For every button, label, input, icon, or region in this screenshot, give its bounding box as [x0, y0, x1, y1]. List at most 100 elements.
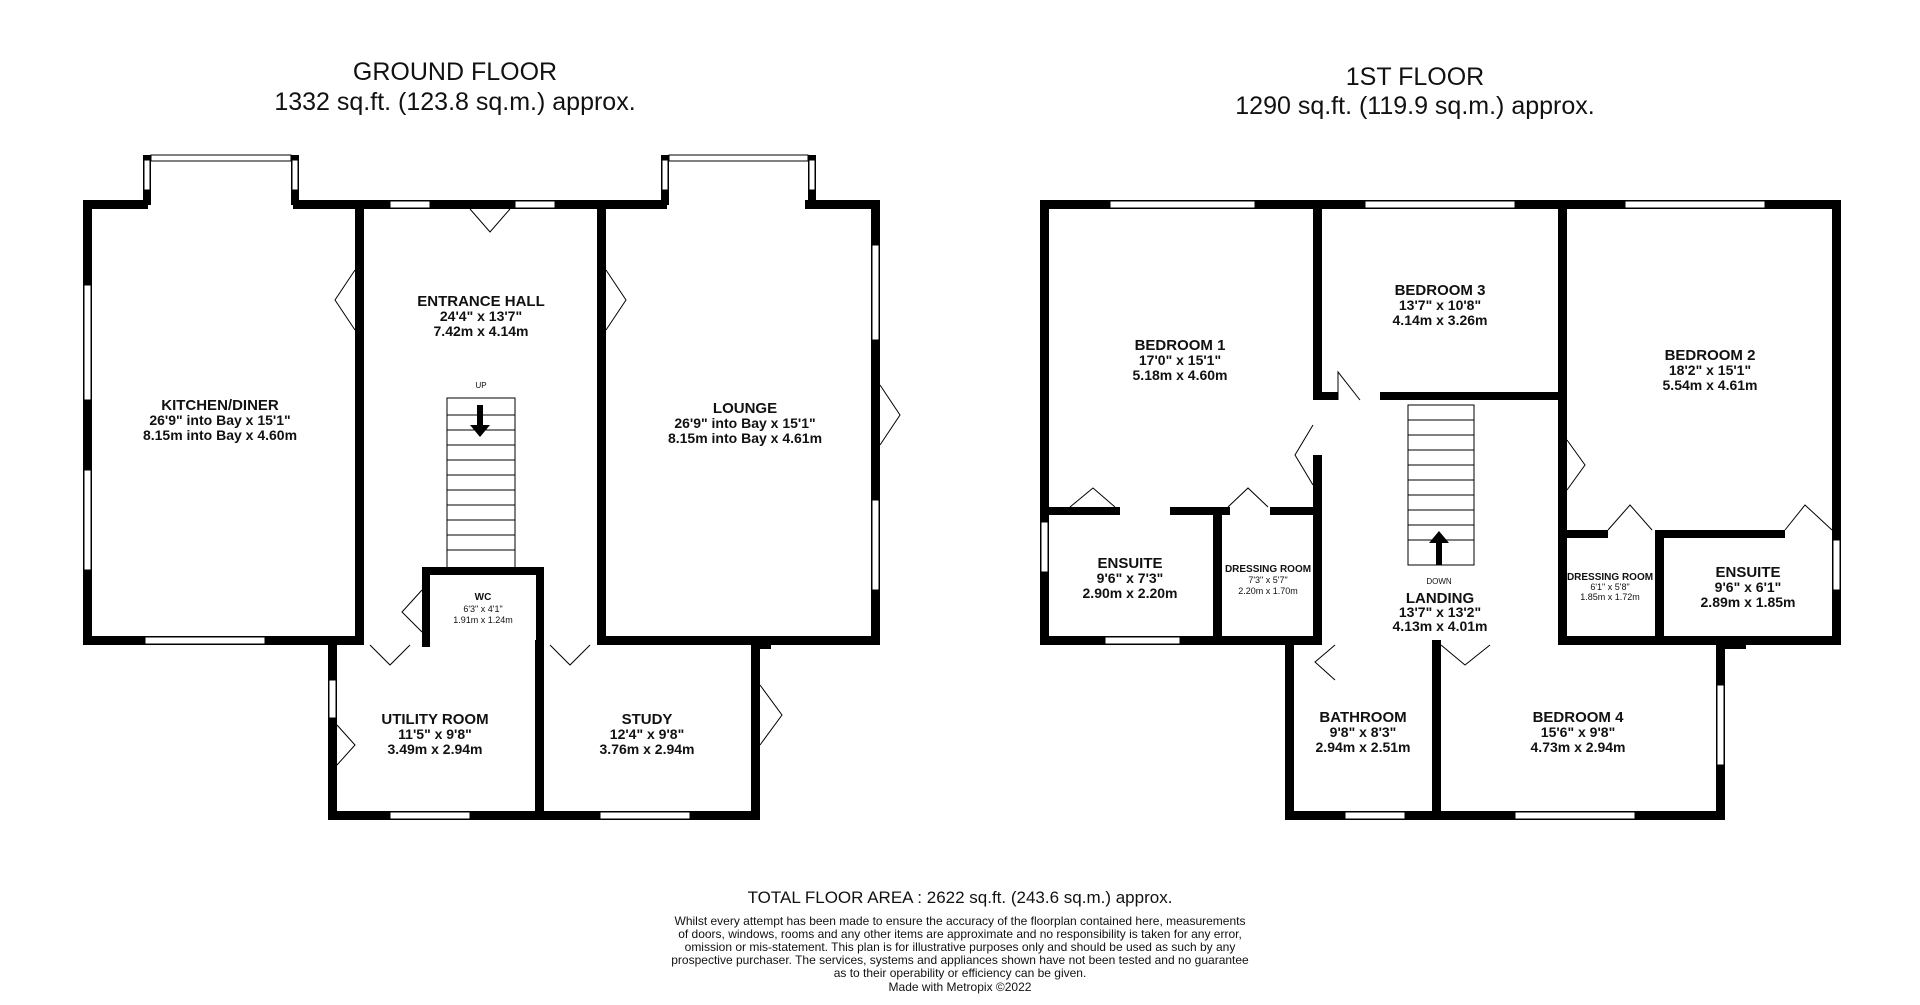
door[interactable] — [1440, 644, 1491, 666]
wall — [871, 200, 880, 645]
room-dimensions-metric: 2.89m x 1.85m — [1701, 594, 1796, 610]
wall — [293, 200, 358, 209]
stair-down-label: DOWN — [1426, 577, 1452, 586]
first-floor-header: 1ST FLOOR 1290 sq.ft. (119.9 sq.m.) appr… — [1235, 63, 1594, 120]
window — [143, 159, 151, 191]
room-dimensions-imperial: 24'4" x 13'7" — [440, 308, 522, 324]
wall — [597, 636, 880, 645]
door[interactable] — [605, 269, 627, 331]
room-bedroom-4: BEDROOM 4 15'6" x 9'8" 4.73m x 2.94m — [1531, 709, 1626, 755]
room-dimensions-metric: 8.15m into Bay x 4.61m — [668, 430, 822, 446]
room-entrance-hall: ENTRANCE HALL 24'4" x 13'7" 7.42m x 4.14… — [417, 293, 545, 339]
window — [1104, 636, 1181, 645]
window — [871, 244, 880, 341]
room-bedroom-3: BEDROOM 3 13'7" x 10'8" 4.14m x 3.26m — [1393, 282, 1488, 328]
wall — [1270, 507, 1322, 515]
room-name: LOUNGE — [713, 400, 777, 417]
first-floor-title: 1ST FLOOR — [1346, 63, 1484, 91]
disclaimer-line: prospective purchaser. The services, sys… — [671, 953, 1249, 967]
window — [291, 159, 299, 191]
wall — [1560, 636, 1841, 645]
room-dimensions-metric: 1.91m x 1.24m — [453, 615, 513, 625]
room-dimensions-metric: 5.54m x 4.61m — [1663, 377, 1758, 393]
window — [1514, 811, 1636, 820]
disclaimer-line: of doors, windows, rooms and any other i… — [678, 927, 1242, 941]
room-wc: WC 6'3" x 4'1" 1.91m x 1.24m — [453, 592, 513, 625]
wall — [355, 200, 605, 209]
room-dimensions-metric: 2.94m x 2.51m — [1316, 739, 1411, 755]
room-dimensions-imperial: 12'4" x 9'8" — [610, 726, 684, 742]
room-dimensions-metric: 7.42m x 4.14m — [434, 323, 529, 339]
room-name: BEDROOM 3 — [1395, 282, 1486, 299]
ground-floor-plan: UP — [83, 154, 901, 820]
staircase — [1407, 404, 1475, 566]
door[interactable] — [549, 644, 591, 666]
room-lounge: LOUNGE 26'9" into Bay x 15'1" 8.15m into… — [668, 400, 822, 446]
door[interactable] — [336, 724, 356, 766]
ground-floor-title: GROUND FLOOR — [353, 58, 557, 86]
wall — [1558, 530, 1608, 538]
wall — [1213, 507, 1222, 645]
door[interactable] — [1069, 487, 1116, 508]
window — [808, 159, 816, 191]
door[interactable] — [1784, 504, 1833, 531]
window — [144, 636, 266, 645]
room-dimensions-imperial: 6'1" x 5'8" — [1590, 582, 1629, 592]
window — [83, 284, 92, 401]
wall — [422, 567, 542, 575]
wall — [1832, 200, 1841, 645]
wall — [1170, 507, 1230, 515]
room-bathroom: BATHROOM 9'8" x 8'3" 2.94m x 2.51m — [1316, 709, 1411, 755]
room-name: BEDROOM 2 — [1665, 347, 1756, 364]
wall — [1380, 392, 1565, 400]
room-utility-room: UTILITY ROOM 11'5" x 9'8" 3.49m x 2.94m — [381, 711, 488, 757]
wall — [1040, 200, 1049, 645]
door[interactable] — [1337, 370, 1361, 401]
wall — [83, 200, 92, 645]
room-dimensions-metric: 8.15m into Bay x 4.60m — [143, 427, 297, 443]
door[interactable] — [1227, 487, 1269, 508]
door[interactable] — [879, 384, 901, 446]
room-ensuite-1: ENSUITE 9'6" x 7'3" 2.90m x 2.20m — [1083, 555, 1178, 601]
ground-floor-area: 1332 sq.ft. (123.8 sq.m.) approx. — [274, 88, 635, 116]
wall — [1313, 200, 1322, 400]
door[interactable] — [759, 684, 783, 746]
window — [389, 811, 471, 820]
room-dressing-room-1: DRESSING ROOM 7'3" x 5'7" 2.20m x 1.70m — [1225, 564, 1311, 596]
room-dimensions-imperial: 11'5" x 9'8" — [398, 726, 472, 742]
door[interactable] — [401, 589, 423, 633]
door[interactable] — [369, 644, 411, 666]
door[interactable] — [334, 269, 356, 331]
room-ensuite-2: ENSUITE 9'6" x 6'1" 2.89m x 1.85m — [1701, 564, 1796, 610]
wall — [1655, 530, 1664, 645]
front-door[interactable] — [469, 208, 511, 233]
made-with-credit: Made with Metropix ©2022 — [889, 980, 1032, 994]
room-name: KITCHEN/DINER — [161, 397, 279, 414]
window — [599, 811, 691, 820]
room-dimensions-metric: 3.49m x 2.94m — [388, 741, 483, 757]
room-bedroom-2: BEDROOM 2 18'2" x 15'1" 5.54m x 4.61m — [1663, 347, 1758, 393]
room-dimensions-metric: 1.85m x 1.72m — [1580, 592, 1640, 602]
window — [1364, 200, 1516, 209]
door[interactable] — [1607, 504, 1653, 531]
room-name: BEDROOM 4 — [1533, 709, 1625, 726]
wall — [597, 200, 606, 645]
wall — [1558, 200, 1567, 645]
door[interactable] — [1314, 644, 1336, 681]
room-dimensions-imperial: 7'3" x 5'7" — [1248, 575, 1287, 585]
stair-up-label: UP — [475, 381, 486, 390]
room-name: BATHROOM — [1319, 709, 1406, 726]
wall — [805, 200, 880, 209]
room-dimensions-imperial: 26'9" into Bay x 15'1" — [149, 412, 290, 428]
room-name: ENSUITE — [1097, 555, 1162, 572]
window — [661, 159, 669, 191]
door[interactable] — [1294, 424, 1314, 486]
door[interactable] — [1566, 439, 1586, 491]
wall — [1040, 507, 1120, 515]
room-dimensions-imperial: 17'0" x 15'1" — [1139, 352, 1221, 368]
room-dimensions-imperial: 13'7" x 13'2" — [1399, 604, 1481, 620]
wall — [535, 640, 544, 820]
staircase — [446, 397, 516, 569]
room-dimensions-imperial: 9'8" x 8'3" — [1330, 724, 1397, 740]
